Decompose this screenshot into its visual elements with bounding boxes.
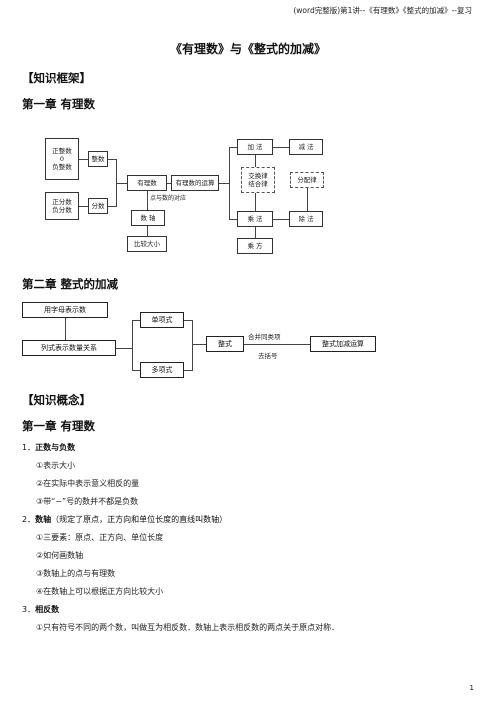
page-number: 1 [469, 684, 474, 692]
add-subtract-box: 整式加减运算 [310, 336, 376, 352]
chapter-2-heading: 第二章 整式的加减 [22, 277, 119, 291]
concept-sub: ①表示大小 [36, 461, 76, 470]
multiplication-box: 乘 法 [237, 211, 273, 227]
chapter-1-concepts-heading: 第一章 有理数 [22, 419, 96, 433]
integral-expression-box: 整式 [206, 336, 244, 352]
concept-title: 正数与负数 [35, 443, 76, 452]
concept-title: 相反数 [35, 605, 60, 614]
concept-sub: ②在实际中表示意义相反的量 [36, 479, 140, 488]
rational-framework-diagram: 正整数 0 负整数 正分数 负分数 整数 分数 有理数 有理数的运算 点与数的对… [45, 134, 335, 262]
combine-like-terms-label: 合并同类项 [248, 333, 281, 341]
number-line-box: 数 轴 [131, 210, 165, 226]
section-framework: 【知识框架】 [22, 71, 91, 85]
expression-box: 列式表示数量关系 [22, 340, 116, 356]
subtraction-box: 减 法 [289, 139, 323, 155]
letters-box: 用字母表示数 [22, 302, 108, 318]
concept-note: （规定了原点，正方向和单位长度的直线叫数轴） [51, 515, 228, 524]
operations-box: 有理数的运算 [171, 175, 219, 191]
power-box: 乘 方 [237, 238, 273, 254]
division-box: 除 法 [289, 211, 323, 227]
polynomial-box: 多项式 [140, 362, 184, 378]
concept-sub: ①只有符号不同的两个数，叫做互为相反数．数轴上表示相反数的两点关于原点对称． [36, 623, 340, 632]
concept-sub: ③数轴上的点与有理数 [36, 569, 116, 578]
remove-brackets-label: 去括号 [258, 352, 278, 360]
document-title: 《有理数》与《整式的加减》 [169, 42, 326, 56]
chapter-1-heading: 第一章 有理数 [22, 97, 96, 111]
integers-group-box: 正整数 0 负整数 [45, 138, 79, 180]
fraction-box: 分数 [88, 198, 108, 214]
distributive-box: 分配律 [290, 172, 324, 188]
monomial-box: 单项式 [140, 312, 184, 328]
fractions-group-box: 正分数 负分数 [45, 192, 79, 220]
concept-sub: ②如何画数轴 [36, 551, 84, 560]
polynomial-framework-diagram: 用字母表示数 列式表示数量关系 单项式 多项式 整式 合并同类项 去括号 整式加… [22, 300, 392, 380]
compare-box: 比较大小 [127, 236, 167, 252]
rational-box: 有理数 [127, 175, 167, 191]
concept-sub: ①三要素：原点、正方向、单位长度 [36, 533, 164, 542]
concept-item-2: 2．数轴（规定了原点，正方向和单位长度的直线叫数轴） [22, 515, 228, 524]
concept-title: 数轴 [35, 515, 52, 524]
concept-item-3: 3．相反数 [22, 605, 60, 614]
concept-item-1: 1．正数与负数 [22, 443, 76, 452]
concept-sub: ③带“−”号的数并不都是负数 [36, 497, 139, 506]
integer-box: 整数 [88, 151, 108, 167]
point-correspondence-label: 点与数的对应 [150, 195, 187, 202]
addition-box: 加 法 [237, 139, 273, 155]
section-concepts: 【知识概念】 [22, 393, 91, 407]
page-header: (word完整版)第1讲--《有理数》《整式的加减》--复习 [293, 6, 472, 15]
laws-box: 交换律 结合律 [241, 167, 275, 193]
concept-sub: ④在数轴上可以根据正方向比较大小 [36, 587, 164, 596]
